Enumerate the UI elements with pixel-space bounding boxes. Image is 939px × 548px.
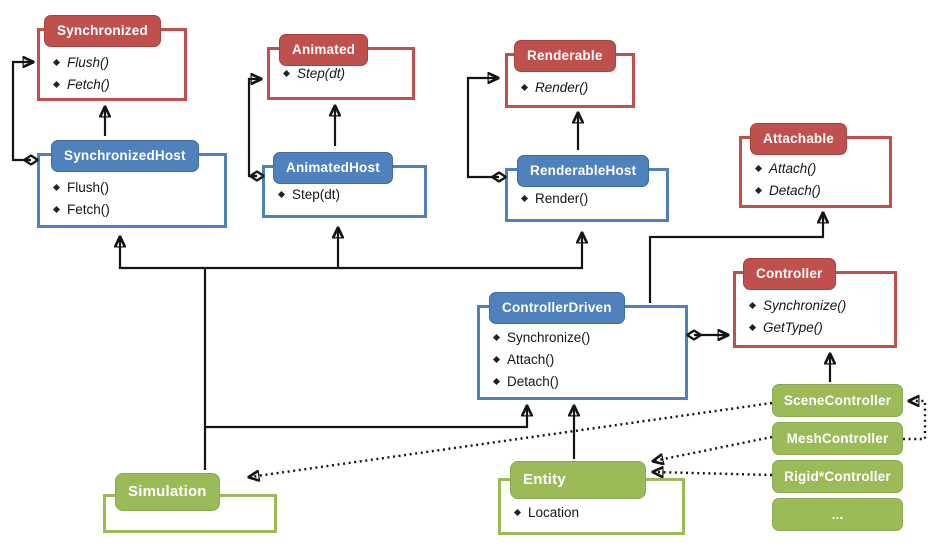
member-row: Fetch() xyxy=(52,73,184,95)
class-box-synchronized: Synchronized Flush() Fetch() xyxy=(37,15,187,101)
bullet-icon xyxy=(513,508,522,516)
member-label: Flush() xyxy=(67,54,110,70)
member-label: Detach() xyxy=(507,373,559,389)
bullet-icon xyxy=(492,333,501,341)
controller-impl-scenecontroller: SceneController xyxy=(772,384,903,417)
member-row: Synchronize() xyxy=(492,326,685,348)
member-row: Synchronize() xyxy=(748,294,894,316)
bullet-icon xyxy=(52,80,61,88)
class-title-controller: Controller xyxy=(743,258,836,290)
class-box-synchronizedhost: SynchronizedHost Flush() Fetch() xyxy=(37,140,227,228)
member-label: Step(dt) xyxy=(292,186,341,202)
class-box-renderable: Renderable Render() xyxy=(505,40,635,108)
member-label: Flush() xyxy=(67,179,110,195)
class-title-synchronized: Synchronized xyxy=(44,15,161,47)
bullet-icon xyxy=(754,186,763,194)
bullet-icon xyxy=(277,190,286,198)
member-label: Attach() xyxy=(769,160,817,176)
dependency-rigidcontroller-to-entity xyxy=(654,472,773,475)
class-title-simulation: Simulation xyxy=(115,473,220,511)
member-label: Detach() xyxy=(769,182,821,198)
class-box-animatedhost: AnimatedHost Step(dt) xyxy=(262,152,427,218)
member-label: Render() xyxy=(535,79,589,95)
class-title-renderablehost: RenderableHost xyxy=(517,155,650,187)
bullet-icon xyxy=(748,301,757,309)
class-box-simulation: Simulation xyxy=(103,473,277,533)
dependency-meshcontroller-to-entity xyxy=(654,435,773,461)
member-label: Synchronize() xyxy=(507,329,591,345)
aggregation-renderablehost-renderable xyxy=(466,78,499,177)
member-row: Attach() xyxy=(492,348,685,370)
bullet-icon xyxy=(520,194,529,202)
bullet-icon xyxy=(492,355,501,363)
member-row: Flush() xyxy=(52,176,224,198)
aggregation-synchronizedhost-synchronized xyxy=(11,62,32,160)
class-title-synchronizedhost: SynchronizedHost xyxy=(51,140,199,172)
controller-impl-rigidcontroller: Rigid*Controller xyxy=(772,460,903,493)
class-title-animated: Animated xyxy=(279,34,369,66)
member-label: Synchronize() xyxy=(763,297,847,313)
aggregation-animatedhost-animated xyxy=(247,79,260,176)
bullet-icon xyxy=(754,164,763,172)
bullet-icon xyxy=(282,69,291,77)
member-row: Render() xyxy=(520,76,632,98)
member-label: Fetch() xyxy=(67,76,110,92)
member-row: Detach() xyxy=(492,370,685,392)
bullet-icon xyxy=(52,183,61,191)
member-row: GetType() xyxy=(748,316,894,338)
class-box-attachable: Attachable Attach() Detach() xyxy=(739,123,892,208)
dependency-meshcontroller-to-scenecontroller xyxy=(903,401,927,441)
member-label: GetType() xyxy=(763,319,823,335)
member-label: Fetch() xyxy=(67,201,110,217)
class-box-entity: Entity Location xyxy=(498,461,685,535)
bus-simulation-to-hosts xyxy=(120,234,582,270)
class-title-animatedhost: AnimatedHost xyxy=(273,152,393,184)
bullet-icon xyxy=(748,323,757,331)
member-label: Step(dt) xyxy=(297,65,346,81)
class-title-entity: Entity xyxy=(510,461,646,499)
class-box-animated: Animated Step(dt) xyxy=(267,34,415,100)
member-row: Fetch() xyxy=(52,198,224,220)
member-row: Detach() xyxy=(754,179,889,201)
member-label: Render() xyxy=(535,190,589,206)
arrow-simulation-to-controllerdriven xyxy=(205,407,527,429)
bullet-icon xyxy=(52,205,61,213)
class-box-controller: Controller Synchronize() GetType() xyxy=(733,258,897,348)
controller-impl-more: ... xyxy=(772,498,903,531)
controller-impl-meshcontroller: MeshController xyxy=(772,422,903,455)
bullet-icon xyxy=(520,83,529,91)
class-title-controllerdriven: ControllerDriven xyxy=(489,292,625,324)
member-row: Step(dt) xyxy=(277,183,424,205)
member-row: Flush() xyxy=(52,51,184,73)
class-box-renderablehost: RenderableHost Render() xyxy=(505,155,669,222)
member-row: Location xyxy=(513,501,682,523)
member-row: Step(dt) xyxy=(282,62,412,84)
bullet-icon xyxy=(52,58,61,66)
class-title-attachable: Attachable xyxy=(750,123,848,155)
member-label: Location xyxy=(528,504,580,520)
bullet-icon xyxy=(492,377,501,385)
class-box-controllerdriven: ControllerDriven Synchronize() Attach() … xyxy=(477,292,688,400)
member-row: Render() xyxy=(520,187,666,209)
member-row: Attach() xyxy=(754,157,889,179)
class-title-renderable: Renderable xyxy=(514,40,616,72)
member-label: Attach() xyxy=(507,351,555,367)
